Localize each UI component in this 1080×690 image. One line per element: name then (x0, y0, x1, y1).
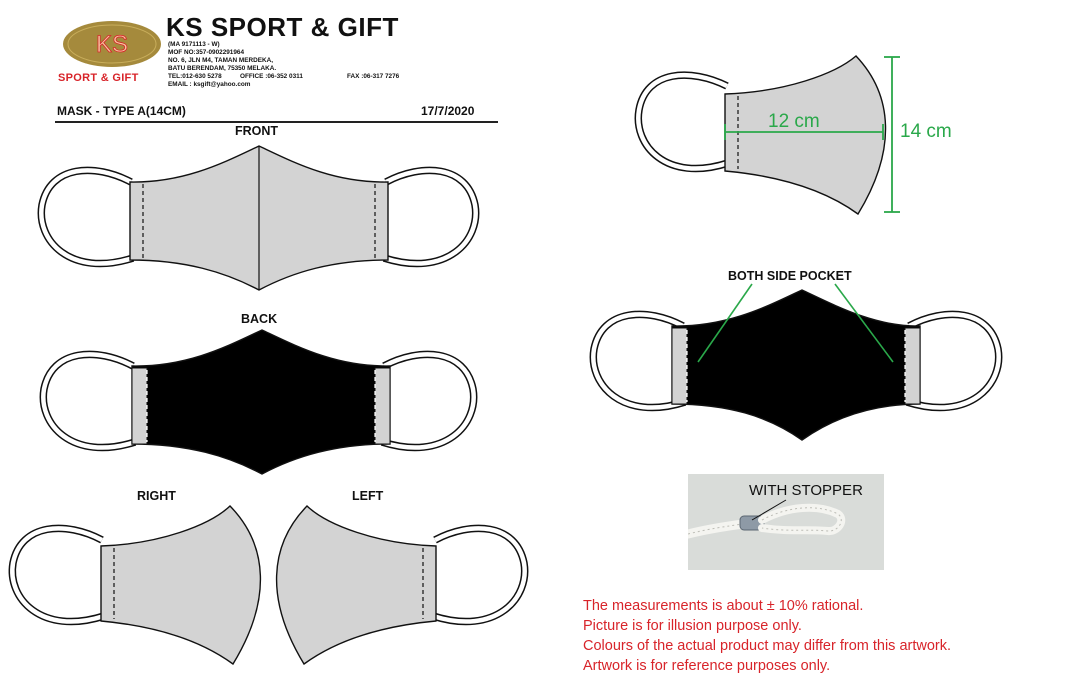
left-mask-body (275, 505, 437, 666)
label-both-side-pocket: BOTH SIDE POCKET (728, 269, 852, 283)
company-reg: (MA 9171113 - W) (168, 41, 220, 48)
back-view (39, 329, 478, 475)
header-divider (55, 121, 498, 123)
back-mask-body (131, 329, 391, 475)
ear-loop-left (589, 310, 687, 412)
logo-text: KS (96, 31, 128, 58)
pocket-mask-body (671, 289, 921, 441)
page-date: 17/7/2020 (421, 104, 475, 118)
measurement-height: 14 cm (900, 121, 952, 142)
stopper-label: WITH STOPPER (749, 482, 863, 499)
company-address-1: NO. 6, JLN M4, TAMAN MERDEKA, (168, 57, 273, 64)
ear-loop (431, 524, 529, 626)
company-logo: KS (63, 21, 161, 67)
ear-loop-right (382, 166, 480, 268)
pocket-pointer-right (834, 283, 894, 363)
pocket-pointer-left (697, 283, 753, 363)
company-office: OFFICE :06-352 0311 (240, 73, 303, 80)
side-view-measured (634, 55, 900, 216)
label-back: BACK (241, 312, 278, 326)
disclaimer-line: The measurements is about ± 10% rational… (583, 598, 864, 614)
measured-mask-body (724, 55, 887, 216)
disclaimer-notes: The measurements is about ± 10% rational… (583, 596, 951, 676)
width-dimension-line (724, 124, 884, 140)
height-dimension-line (884, 56, 900, 213)
company-email: EMAIL : ksgift@yahoo.com (168, 81, 251, 88)
disclaimer-line: Picture is for illusion purpose only. (583, 618, 802, 634)
measurement-width: 12 cm (768, 111, 820, 132)
label-right: RIGHT (137, 489, 176, 503)
company-fax: FAX :06-317 7276 (347, 73, 400, 80)
front-view (37, 145, 480, 291)
stopper-photo (688, 474, 884, 570)
ear-loop-left (37, 166, 135, 268)
disclaimer-line: Artwork is for reference purposes only. (583, 658, 831, 674)
page-title: MASK - TYPE A(14CM) (57, 104, 186, 118)
ear-loop-left (39, 350, 137, 452)
pocket-view (589, 283, 1003, 441)
ear-loop (634, 71, 730, 173)
company-mof: MOF NO:357-0902291964 (168, 49, 245, 56)
label-left: LEFT (352, 489, 384, 503)
right-view (8, 505, 262, 666)
ear-loop (8, 524, 106, 626)
company-address-2: BATU BERENDAM, 75350 MELAKA. (168, 65, 277, 72)
ear-loop-right (905, 310, 1003, 412)
company-name: KS SPORT & GIFT (166, 12, 399, 42)
left-view (275, 505, 529, 666)
label-front: FRONT (235, 124, 279, 138)
company-tel: TEL:012-630 5278 (168, 73, 222, 80)
logo-subtitle: SPORT & GIFT (58, 72, 139, 84)
ear-loop-right (380, 350, 478, 452)
disclaimer-line: Colours of the actual product may differ… (583, 638, 952, 654)
right-mask-body (100, 505, 262, 666)
